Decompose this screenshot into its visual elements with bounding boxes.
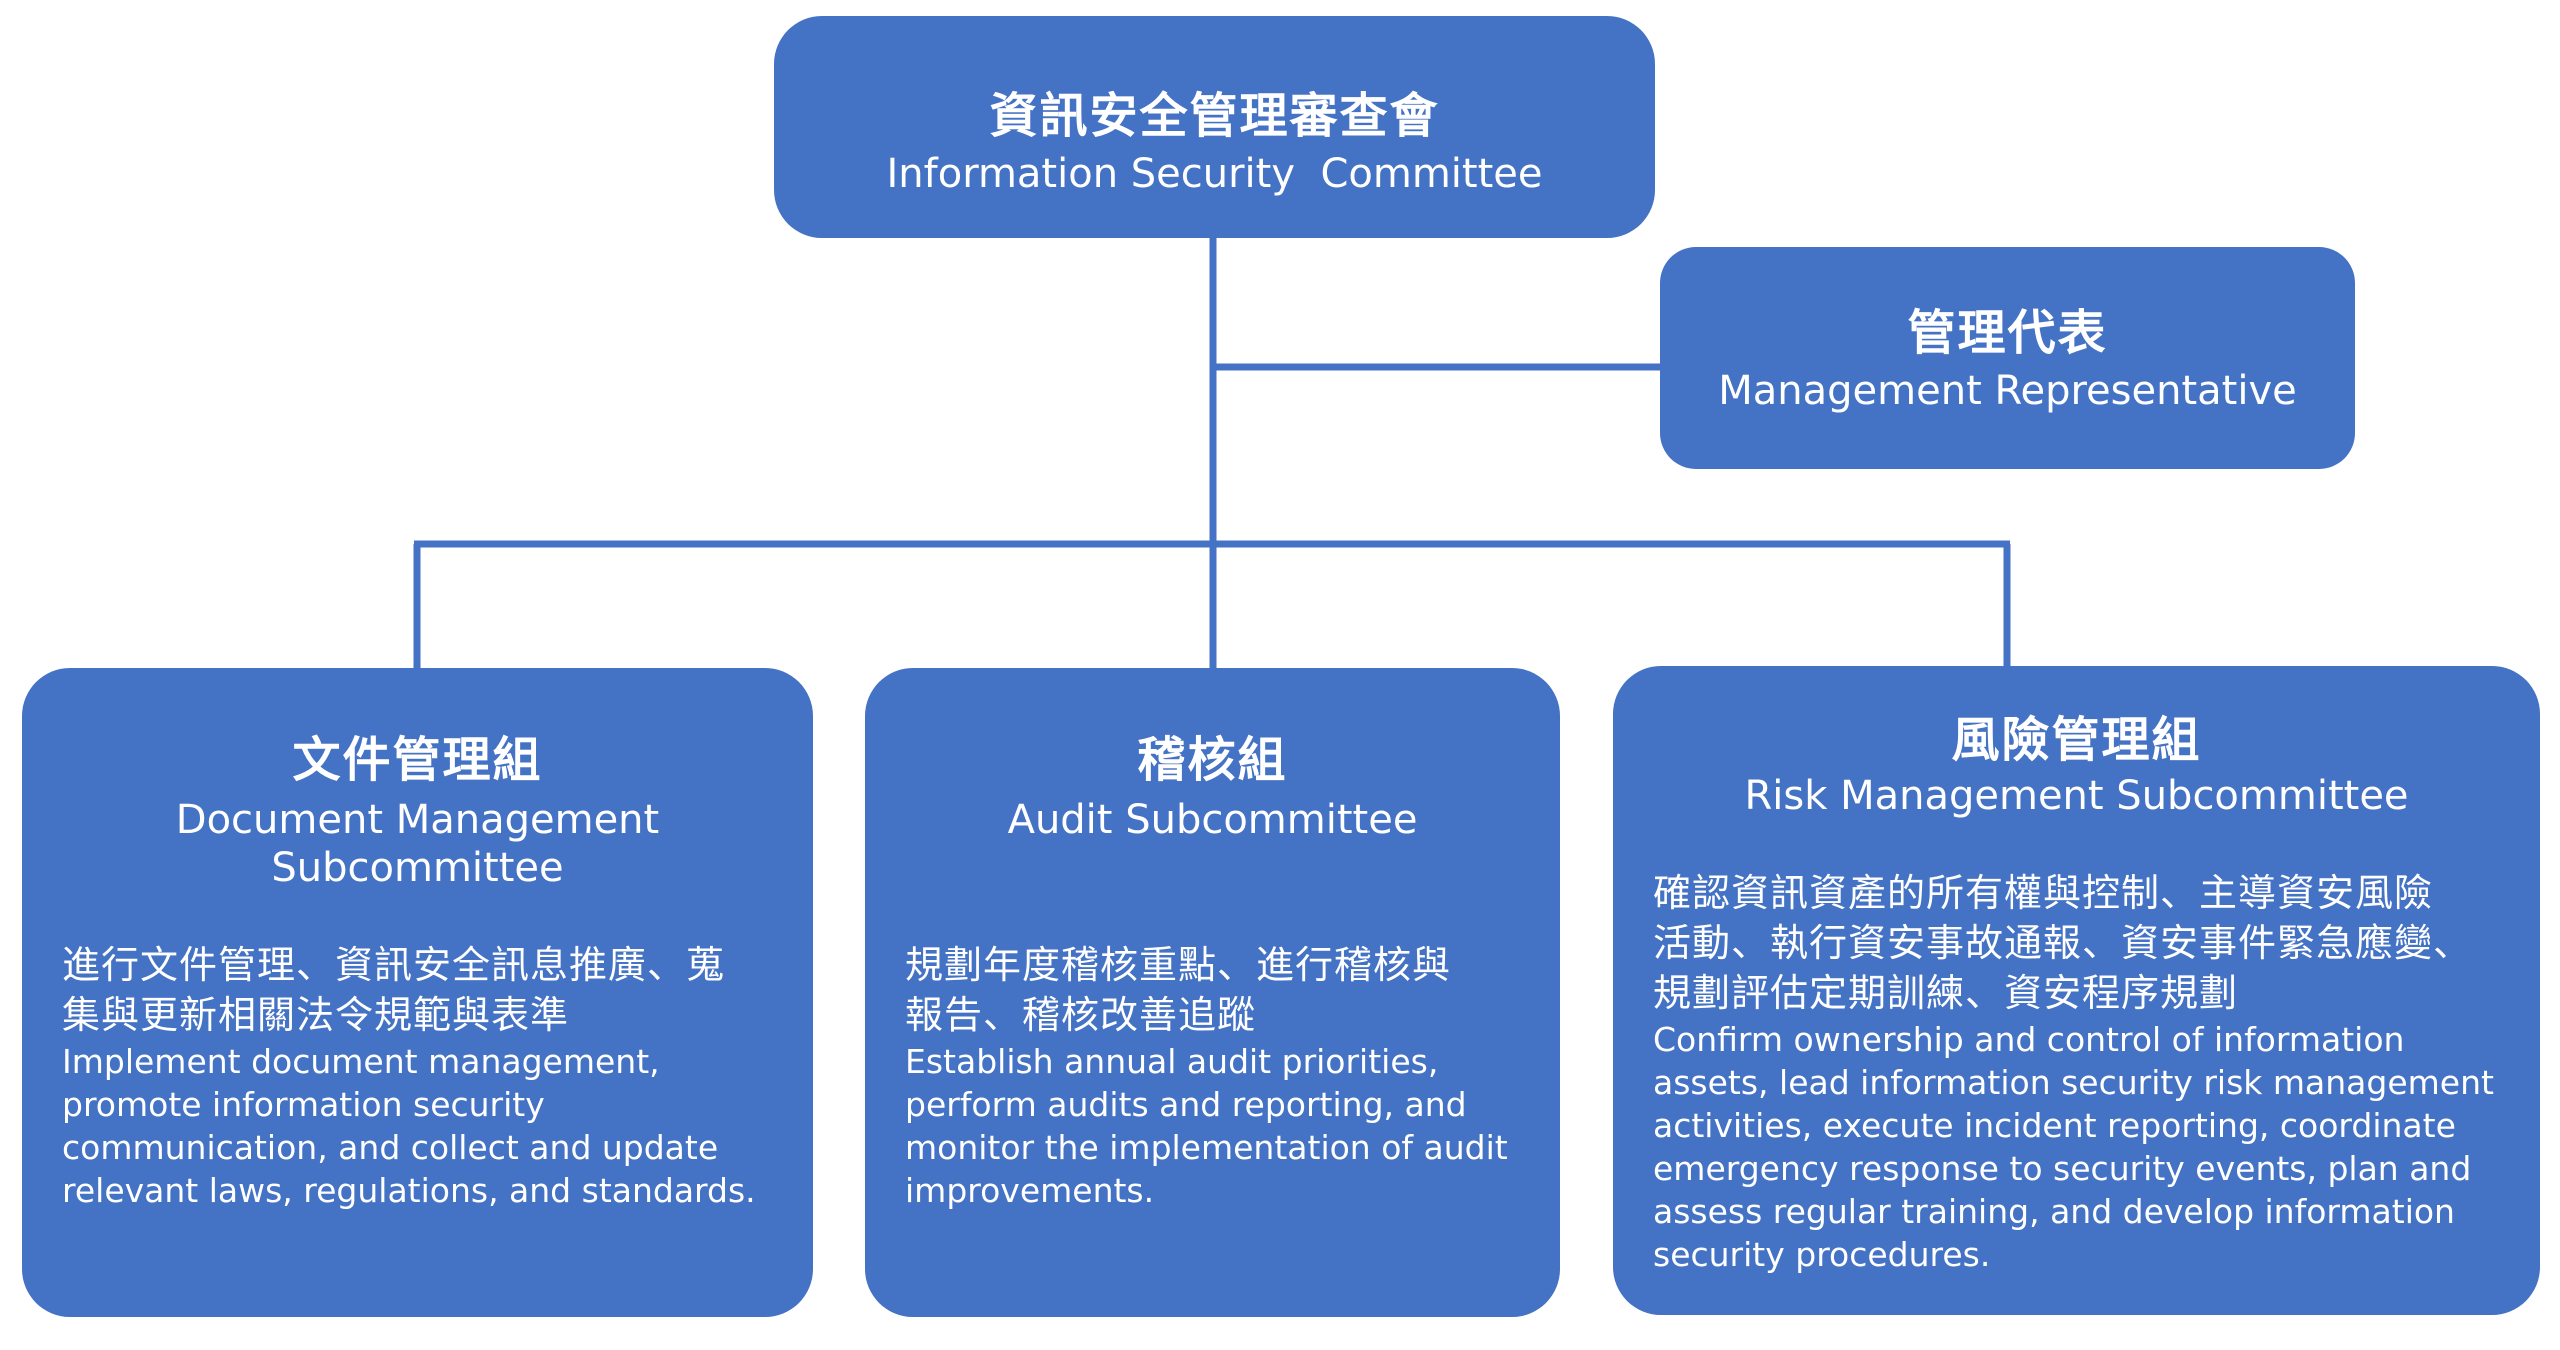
audit-desc-en-line: monitor the implementation of audit: [905, 1128, 1508, 1167]
audit-description: 規劃年度稽核重點、進行稽核與 報告、稽核改善追蹤 Establish annua…: [905, 940, 1545, 1212]
audit-desc-en-line: improvements.: [905, 1171, 1155, 1210]
document-desc-en-line: relevant laws, regulations, and standard…: [62, 1171, 756, 1210]
risk-desc-en-line: assets, lead information security risk m…: [1653, 1063, 2494, 1102]
audit-desc-en-line: Establish annual audit priorities,: [905, 1042, 1439, 1081]
document-title-en-line2: Subcommittee: [271, 845, 564, 891]
document-management-box: 文件管理組 Document Management Subcommittee 進…: [22, 668, 813, 1317]
document-title-en-line1: Document Management: [175, 797, 660, 843]
risk-description: 確認資訊資產的所有權與控制、主導資安風險 活動、執行資安事故通報、資安事件緊急應…: [1653, 868, 2533, 1276]
information-security-committee-box: 資訊安全管理審查會 Information Security Committee: [774, 16, 1655, 238]
risk-desc-en-line: activities, execute incident reporting, …: [1653, 1106, 2456, 1145]
risk-desc-cn-line: 規劃評估定期訓練、資安程序規劃: [1653, 971, 2239, 1015]
management-rep-title-cn: 管理代表: [1907, 305, 2108, 361]
management-representative-box: 管理代表 Management Representative: [1660, 247, 2355, 469]
audit-box: 稽核組 Audit Subcommittee 規劃年度稽核重點、進行稽核與 報告…: [865, 668, 1560, 1317]
risk-title-en: Risk Management Subcommittee: [1744, 773, 2409, 819]
committee-title-cn: 資訊安全管理審查會: [989, 88, 1440, 144]
document-desc-cn-line: 集與更新相關法令規範與表準: [62, 993, 570, 1037]
audit-title-cn: 稽核組: [1137, 732, 1288, 788]
audit-desc-cn-line: 規劃年度稽核重點、進行稽核與: [905, 943, 1452, 987]
risk-desc-en-line: Confirm ownership and control of informa…: [1653, 1020, 2405, 1059]
risk-desc-en-line: security procedures.: [1653, 1235, 1991, 1274]
risk-desc-cn-line: 活動、執行資安事故通報、資安事件緊急應變、: [1653, 921, 2473, 965]
risk-title-cn: 風險管理組: [1951, 712, 2202, 768]
document-desc-en-line: promote information security: [62, 1085, 545, 1124]
risk-management-box: 風險管理組 Risk Management Subcommittee 確認資訊資…: [1613, 666, 2540, 1315]
audit-title-en: Audit Subcommittee: [1007, 797, 1418, 843]
document-title-cn: 文件管理組: [292, 732, 543, 788]
management-rep-title-en: Management Representative: [1718, 368, 2297, 414]
committee-title-en: Information Security Committee: [886, 151, 1543, 197]
document-desc-en-line: Implement document management,: [62, 1042, 660, 1081]
document-description: 進行文件管理、資訊安全訊息推廣、蒐 集與更新相關法令規範與表準 Implemen…: [62, 940, 802, 1212]
audit-desc-cn-line: 報告、稽核改善追蹤: [905, 993, 1257, 1037]
risk-desc-en-line: assess regular training, and develop inf…: [1653, 1192, 2455, 1231]
risk-desc-cn-line: 確認資訊資產的所有權與控制、主導資安風險: [1653, 871, 2434, 915]
audit-desc-en-line: perform audits and reporting, and: [905, 1085, 1467, 1124]
document-desc-cn-line: 進行文件管理、資訊安全訊息推廣、蒐: [62, 943, 726, 987]
document-desc-en-line: communication, and collect and update: [62, 1128, 719, 1167]
risk-desc-en-line: emergency response to security events, p…: [1653, 1149, 2472, 1188]
